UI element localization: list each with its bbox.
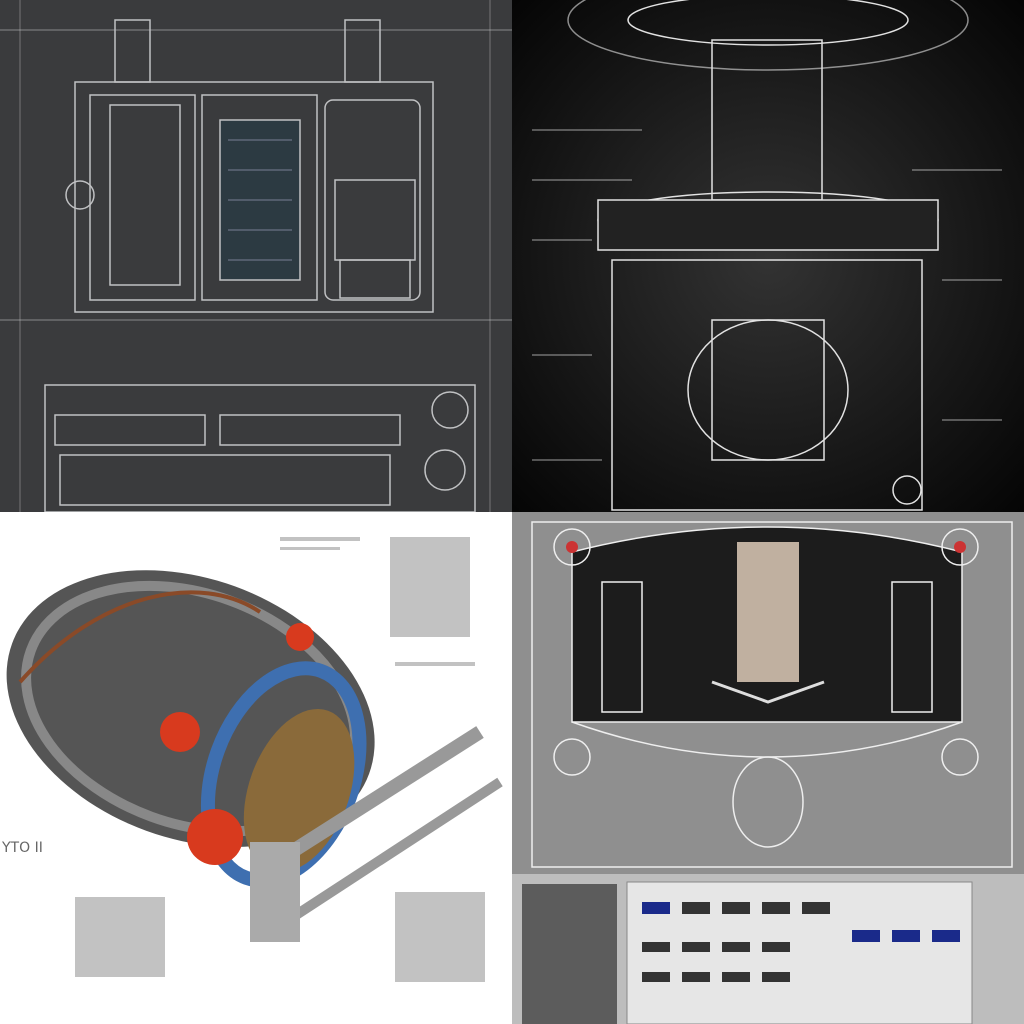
caption-text: YTO II <box>2 840 43 856</box>
turbine-drawing <box>512 0 1024 512</box>
blueprint-drawing <box>0 0 512 512</box>
blueprint-panel-dark <box>0 0 512 512</box>
engine-illustration-panel: YTO II <box>0 512 512 1024</box>
reactor-drawing <box>512 512 1024 1024</box>
reactor-panel-grey <box>512 512 1024 1024</box>
turbine-panel-black <box>512 0 1024 512</box>
engine-illustration <box>0 512 512 1024</box>
